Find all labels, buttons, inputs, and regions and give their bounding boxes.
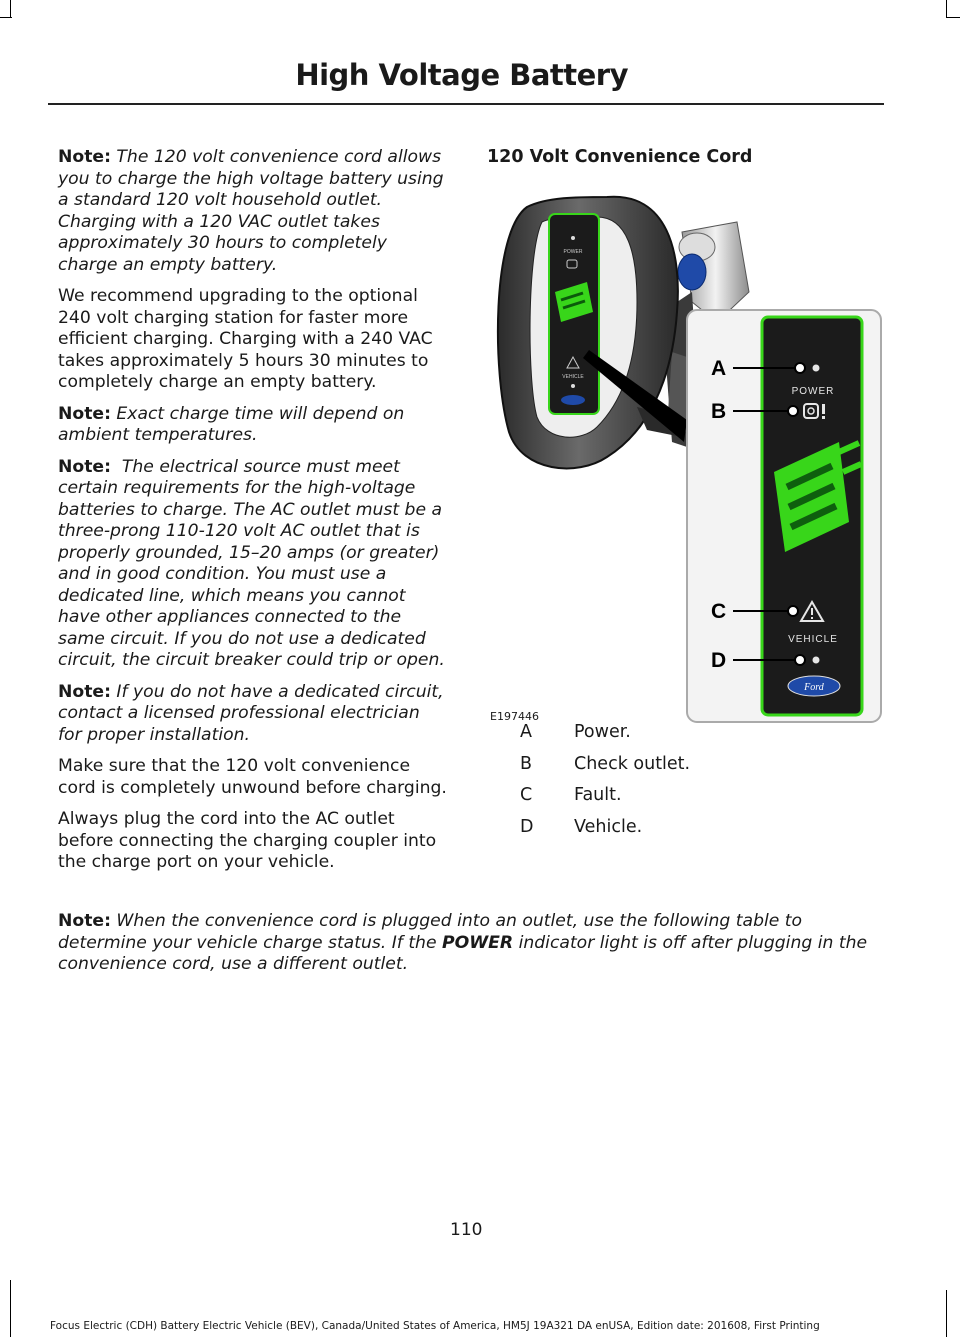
- note-label: Note:: [58, 681, 111, 702]
- cord-handle: POWER VEHICLE: [496, 195, 682, 470]
- crop-mark-top-right: [946, 0, 947, 18]
- note-label: Note:: [58, 147, 111, 167]
- bottom-note: Note: When the convenience cord is plugg…: [58, 911, 868, 976]
- mini-power-label: POWER: [564, 249, 583, 255]
- note-paragraph: Note: The 120 volt convenience cord allo…: [58, 147, 448, 276]
- legend-value: Check outlet.: [574, 753, 691, 774]
- charge-cord-illustration: POWER VEHICLE POWER VEH: [496, 195, 882, 723]
- figure-id: E197446: [490, 710, 539, 723]
- crop-mark-top-left: [10, 0, 11, 18]
- vehicle-label: VEHICLE: [788, 634, 838, 645]
- header-divider: [48, 103, 884, 105]
- body-paragraph: Always plug the cord into the AC outlet …: [58, 809, 437, 872]
- note-text: The electrical source must meet certain …: [58, 456, 445, 671]
- callout-c: C: [711, 600, 726, 623]
- power-label: POWER: [792, 386, 835, 397]
- note-text: If you do not have a dedicated circuit, …: [58, 681, 444, 745]
- footer-edition: Focus Electric (CDH) Battery Electric Ve…: [50, 1320, 820, 1332]
- note-paragraph: Note: The electrical source must meet ce…: [58, 457, 448, 672]
- note-text: Exact charge time will depend on ambient…: [58, 403, 405, 446]
- legend-value: Power.: [574, 722, 631, 742]
- note-label: Note:: [58, 911, 111, 931]
- legend-key: A: [520, 722, 532, 742]
- callout-a: A: [711, 357, 726, 380]
- page-number: 110: [450, 1220, 483, 1240]
- page-title: High Voltage Battery: [295, 58, 628, 92]
- zoom-pointer: [583, 350, 687, 442]
- legend-key: B: [520, 753, 533, 774]
- legend-key: D: [520, 816, 534, 837]
- crop-mark-bottom-right: [946, 1290, 947, 1337]
- note-paragraph: Note: Exact charge time will depend on a…: [58, 404, 448, 447]
- crop-mark-top-left: [0, 17, 12, 18]
- note-paragraph: Note: If you do not have a dedicated cir…: [58, 682, 448, 747]
- note-text: The 120 volt convenience cord allows you…: [58, 147, 444, 275]
- legend-value: Fault.: [574, 785, 622, 805]
- ford-logo-text: Ford: [803, 682, 825, 693]
- zoomed-indicator-panel: POWER VEHICLE Ford A B C: [686, 309, 882, 723]
- vehicle-indicator-light: [812, 656, 820, 664]
- note-emphasis: POWER: [441, 932, 514, 953]
- left-column: Note: The 120 volt convenience cord allo…: [58, 147, 448, 884]
- body-paragraph: Make sure that the 120 volt convenience …: [58, 756, 447, 798]
- note-label: Note:: [58, 403, 111, 424]
- power-indicator-light: [812, 364, 820, 372]
- legend-value: Vehicle.: [574, 816, 643, 837]
- e-logo-icon: [774, 440, 863, 552]
- ford-logo: [787, 675, 841, 697]
- callout-b: B: [711, 400, 726, 423]
- section-title: 120 Volt Convenience Cord: [487, 147, 753, 167]
- note-text: When the convenience cord is plugged int…: [58, 911, 803, 953]
- mini-vehicle-label: VEHICLE: [562, 374, 584, 380]
- crop-mark-top-right: [946, 17, 960, 18]
- check-outlet-icon: [803, 403, 825, 419]
- callout-d: D: [711, 649, 726, 672]
- crop-mark-bottom-left: [10, 1280, 11, 1337]
- legend-key: C: [520, 785, 533, 805]
- fault-warning-icon: [799, 600, 825, 622]
- note-text: indicator light is off after plugging in…: [58, 932, 868, 975]
- body-paragraph: We recommend upgrading to the optional 2…: [58, 286, 433, 392]
- note-label: Note:: [58, 456, 111, 477]
